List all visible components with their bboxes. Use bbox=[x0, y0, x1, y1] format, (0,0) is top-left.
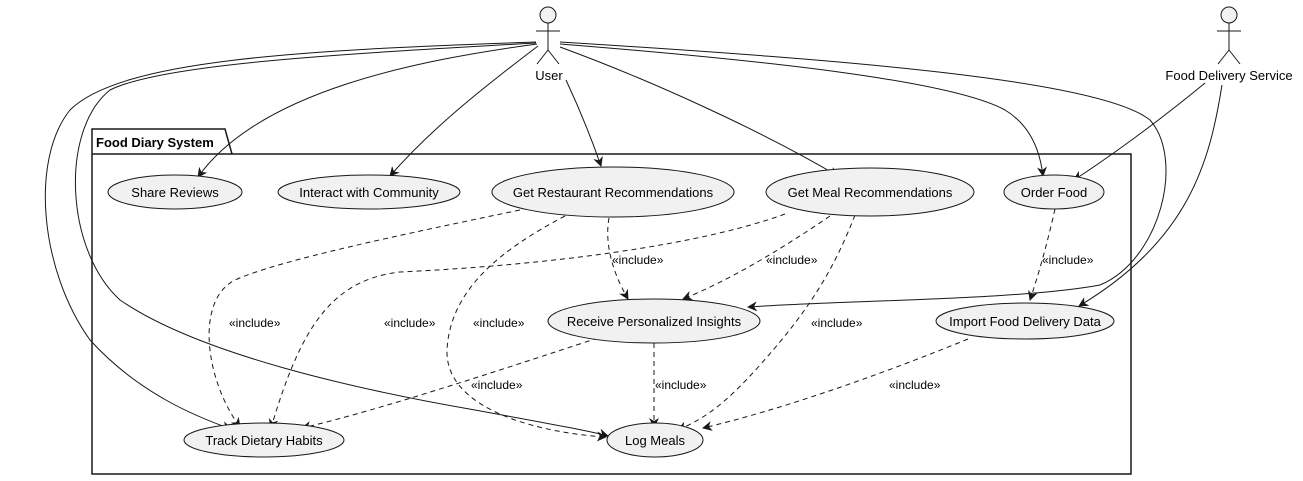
include-restaurant-log bbox=[446, 215, 607, 442]
use-case-get-meal-recommendations[interactable]: Get Meal Recommendations bbox=[765, 167, 975, 217]
use-case-get-restaurant-recommendations[interactable]: Get Restaurant Recommendations bbox=[491, 166, 735, 218]
assoc-user-get-restaurant bbox=[565, 79, 603, 167]
associations bbox=[44, 41, 1223, 439]
actor-delivery-icon bbox=[1217, 6, 1241, 65]
include-import-log bbox=[702, 338, 969, 431]
use-case-receive-personalized-insights[interactable]: Receive Personalized Insights bbox=[547, 298, 761, 344]
include-restaurant-track bbox=[208, 209, 521, 428]
use-case-share-reviews[interactable]: Share Reviews bbox=[107, 174, 243, 210]
package-food-diary-system: Food Diary System bbox=[91, 128, 1132, 475]
use-case-import-food-delivery-data[interactable]: Import Food Delivery Data bbox=[935, 302, 1115, 340]
include-restaurant-insights bbox=[607, 217, 629, 300]
use-case-label: Get Meal Recommendations bbox=[788, 185, 953, 200]
include-label: «include» bbox=[471, 378, 523, 392]
include-order-import bbox=[1028, 208, 1056, 301]
assoc-user-order-food bbox=[559, 43, 1047, 177]
include-label: «include» bbox=[766, 253, 818, 267]
assoc-user-log bbox=[74, 42, 609, 439]
use-case-label: Get Restaurant Recommendations bbox=[513, 185, 714, 200]
actor-user-icon bbox=[536, 6, 560, 65]
actor-delivery-label: Food Delivery Service bbox=[1165, 68, 1292, 83]
use-case-label: Import Food Delivery Data bbox=[949, 314, 1101, 329]
include-labels: «include» «include» «include» «include» … bbox=[229, 253, 1094, 392]
use-case-log-meals[interactable]: Log Meals bbox=[606, 422, 704, 458]
use-case-interact-with-community[interactable]: Interact with Community bbox=[277, 174, 461, 210]
include-label: «include» bbox=[229, 316, 281, 330]
include-label: «include» bbox=[655, 378, 707, 392]
include-meal-log bbox=[677, 214, 856, 431]
use-case-label: Receive Personalized Insights bbox=[567, 314, 742, 329]
include-label: «include» bbox=[384, 316, 436, 330]
include-insights-track bbox=[301, 337, 599, 431]
use-case-track-dietary-habits[interactable]: Track Dietary Habits bbox=[183, 422, 345, 458]
use-case-order-food[interactable]: Order Food bbox=[1003, 174, 1105, 210]
use-case-label: Interact with Community bbox=[299, 185, 439, 200]
include-label: «include» bbox=[889, 378, 941, 392]
actor-food-delivery-service[interactable]: Food Delivery Service bbox=[1165, 6, 1293, 83]
include-label: «include» bbox=[473, 316, 525, 330]
assoc-user-interact bbox=[389, 45, 539, 177]
assoc-user-share-reviews bbox=[197, 43, 538, 178]
use-case-label: Share Reviews bbox=[131, 185, 219, 200]
assoc-delivery-import bbox=[1078, 84, 1223, 307]
assoc-user-get-meal bbox=[559, 46, 839, 177]
include-label: «include» bbox=[612, 253, 664, 267]
assoc-user-track bbox=[44, 41, 537, 431]
actor-user[interactable]: User bbox=[535, 6, 563, 83]
use-case-label: Order Food bbox=[1021, 185, 1087, 200]
includes bbox=[208, 208, 1056, 442]
use-case-label: Track Dietary Habits bbox=[205, 433, 323, 448]
actor-user-label: User bbox=[535, 68, 563, 83]
include-meal-insights bbox=[682, 215, 831, 301]
package-title: Food Diary System bbox=[96, 135, 214, 150]
include-label: «include» bbox=[811, 316, 863, 330]
assoc-delivery-order-food bbox=[1073, 82, 1206, 181]
assoc-user-insights bbox=[559, 41, 1167, 312]
include-meal-track bbox=[268, 213, 786, 429]
use-case-label: Log Meals bbox=[625, 433, 685, 448]
include-label: «include» bbox=[1042, 253, 1094, 267]
